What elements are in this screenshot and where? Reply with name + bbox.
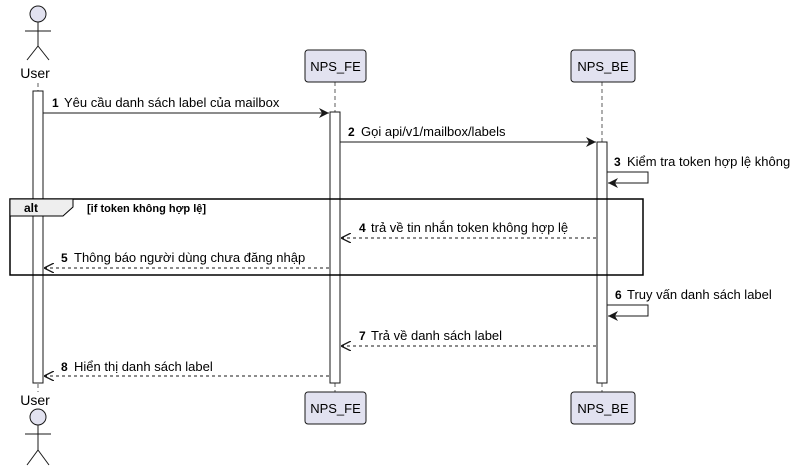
message-number: 5 (61, 251, 68, 265)
message-label: Thông báo người dùng chưa đăng nhập (74, 250, 305, 265)
message-label: Kiểm tra token hợp lệ không (627, 154, 790, 169)
message-arrow (607, 171, 649, 188)
message-label: Truy vấn danh sách label (627, 287, 772, 302)
message-2: 2 Gọi api/v1/mailbox/labels (340, 124, 596, 147)
participant-fe-top: NPS_FE (304, 49, 367, 83)
message-label: Yêu cầu danh sách label của mailbox (64, 95, 280, 110)
message-number: 7 (359, 329, 366, 343)
actor-user-label: User (20, 65, 50, 81)
participant-be-top: NPS_BE (570, 49, 636, 83)
message-8: 8 Hiển thị danh sách label (44, 359, 329, 376)
message-4: 4 trả về tin nhắn token không hợp lệ (341, 220, 596, 238)
alt-condition: [if token không hợp lệ] (87, 203, 206, 215)
alt-frame: alt [if token không hợp lệ] (9, 198, 644, 276)
message-7: 7 Trả về danh sách label (341, 328, 596, 346)
activation-fe (329, 111, 341, 384)
participant-fe-label: NPS_FE (310, 59, 361, 74)
message-1: 1 Yêu cầu danh sách label của mailbox (43, 95, 329, 118)
activation-be (596, 141, 608, 384)
actor-head (29, 408, 47, 426)
actor-head (29, 5, 47, 23)
message-number: 2 (348, 125, 355, 139)
message-number: 1 (52, 96, 59, 110)
participant-be-bottom: NPS_BE (570, 391, 636, 425)
message-label: Trả về danh sách label (371, 328, 502, 343)
message-number: 4 (359, 221, 366, 235)
actor-user-label: User (20, 392, 50, 408)
participant-be-label: NPS_BE (577, 401, 629, 416)
message-arrow (607, 304, 649, 321)
actor-user-bottom: User (20, 392, 51, 466)
message-number: 3 (614, 155, 621, 169)
message-label: Hiển thị danh sách label (74, 359, 213, 374)
message-number: 8 (61, 360, 68, 374)
message-6: 6 Truy vấn danh sách label (607, 287, 772, 321)
participant-fe-bottom: NPS_FE (304, 391, 367, 425)
message-5: 5 Thông báo người dùng chưa đăng nhập (44, 250, 329, 268)
message-label: Gọi api/v1/mailbox/labels (361, 124, 506, 139)
message-label: trả về tin nhắn token không hợp lệ (371, 220, 568, 235)
message-3: 3 Kiểm tra token hợp lệ không (607, 154, 790, 188)
participant-be-label: NPS_BE (577, 59, 629, 74)
actor-user-top: User (20, 5, 51, 81)
message-number: 6 (615, 288, 622, 302)
participant-fe-label: NPS_FE (310, 401, 361, 416)
alt-keyword: alt (24, 201, 38, 215)
activation-user (32, 90, 44, 384)
